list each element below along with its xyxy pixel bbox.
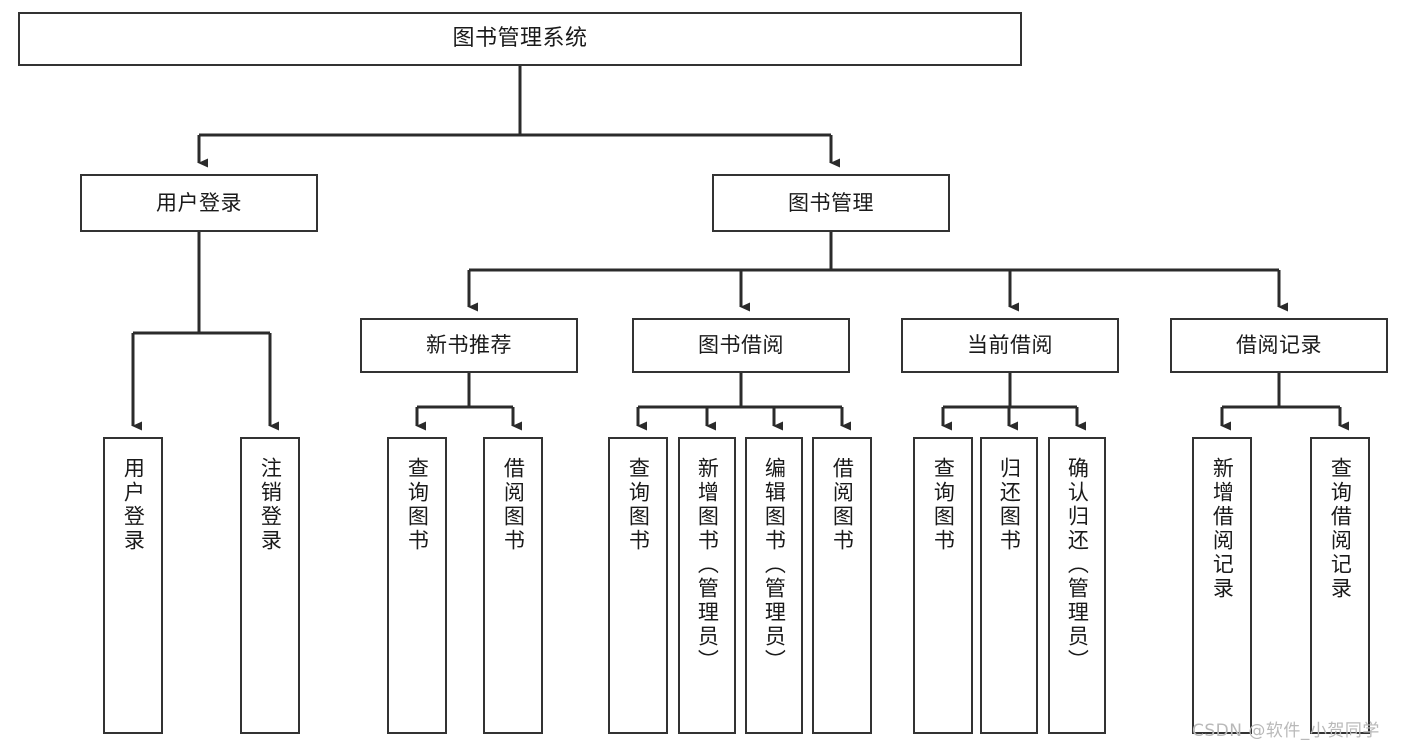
node-user-login-label: 用户登录 [156, 190, 242, 215]
node-leaf-user-logout[interactable]: 注销登录 [240, 437, 300, 734]
node-leaf-user-logout-label: 注销登录 [258, 457, 283, 553]
node-leaf-query-borrow-record[interactable]: 查询借阅记录 [1310, 437, 1370, 734]
node-leaf-query-book-rec[interactable]: 查询图书 [387, 437, 447, 734]
node-current-borrow[interactable]: 当前借阅 [901, 318, 1119, 373]
node-leaf-return-book-label: 归还图书 [997, 457, 1022, 553]
node-book-manage[interactable]: 图书管理 [712, 174, 950, 232]
node-leaf-confirm-return-label: 确认归还（管理员） [1065, 457, 1090, 673]
node-leaf-query-borrow-record-label: 查询借阅记录 [1328, 457, 1353, 601]
node-leaf-borrow-book-label: 借阅图书 [830, 457, 855, 553]
node-leaf-borrow-book-rec[interactable]: 借阅图书 [483, 437, 543, 734]
node-book-borrow[interactable]: 图书借阅 [632, 318, 850, 373]
node-leaf-user-login[interactable]: 用户登录 [103, 437, 163, 734]
node-leaf-return-book[interactable]: 归还图书 [980, 437, 1038, 734]
node-current-borrow-label: 当前借阅 [967, 333, 1053, 358]
node-user-login[interactable]: 用户登录 [80, 174, 318, 232]
node-leaf-borrow-book[interactable]: 借阅图书 [812, 437, 872, 734]
node-borrow-record-label: 借阅记录 [1236, 333, 1322, 358]
node-book-borrow-label: 图书借阅 [698, 333, 784, 358]
node-leaf-confirm-return[interactable]: 确认归还（管理员） [1048, 437, 1106, 734]
node-leaf-query-book-cur-label: 查询图书 [931, 457, 956, 553]
node-borrow-record[interactable]: 借阅记录 [1170, 318, 1388, 373]
node-leaf-borrow-book-rec-label: 借阅图书 [501, 457, 526, 553]
node-leaf-add-book[interactable]: 新增图书（管理员） [678, 437, 736, 734]
node-leaf-query-book-borrow-label: 查询图书 [626, 457, 651, 553]
node-new-book-recommend-label: 新书推荐 [426, 333, 512, 358]
node-leaf-add-borrow-record-label: 新增借阅记录 [1210, 457, 1235, 601]
node-new-book-recommend[interactable]: 新书推荐 [360, 318, 578, 373]
node-book-manage-label: 图书管理 [788, 190, 874, 215]
node-root-system[interactable]: 图书管理系统 [18, 12, 1022, 66]
node-leaf-query-book-borrow[interactable]: 查询图书 [608, 437, 668, 734]
node-root-system-label: 图书管理系统 [452, 26, 588, 52]
node-leaf-add-borrow-record[interactable]: 新增借阅记录 [1192, 437, 1252, 734]
node-leaf-user-login-label: 用户登录 [121, 457, 146, 553]
node-leaf-add-book-label: 新增图书（管理员） [695, 457, 720, 673]
node-leaf-edit-book[interactable]: 编辑图书（管理员） [745, 437, 803, 734]
node-leaf-query-book-rec-label: 查询图书 [405, 457, 430, 553]
node-leaf-query-book-cur[interactable]: 查询图书 [913, 437, 973, 734]
node-leaf-edit-book-label: 编辑图书（管理员） [762, 457, 787, 673]
csdn-watermark: CSDN @软件_小贺同学 [1192, 721, 1380, 741]
